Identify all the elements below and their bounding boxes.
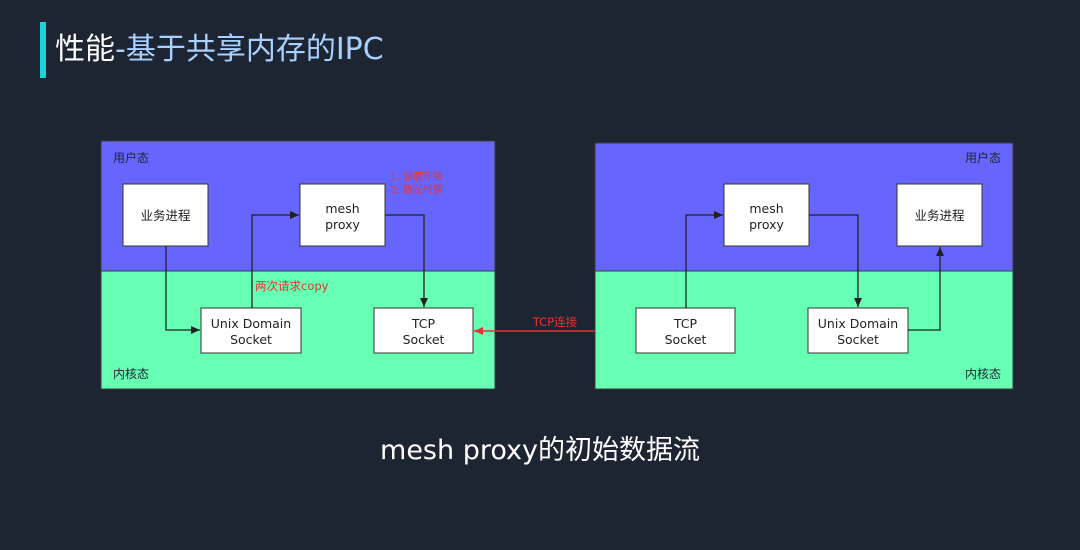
right-biz-process-label: 业务进程 [914,208,965,223]
arrow-uds-to-proxy [251,211,299,308]
arrow-proxy-to-tcp [385,214,428,307]
left-copy-note: 两次请求copy [255,279,329,293]
right-kernel-label: 内核态 [965,367,1001,381]
left-uds-label-2: Socket [230,332,272,347]
left-uds-label-1: Unix Domain [211,316,291,331]
left-mesh-proxy-label-1: mesh [325,201,359,216]
left-uds-box [200,307,302,354]
right-tcp-label-2: Socket [665,332,707,347]
left-biz-process-box [122,183,209,247]
arrow-uds-to-biz [908,247,944,331]
right-uds-box [807,307,909,354]
right-uds-label-2: Socket [837,332,879,347]
right-user-label: 用户态 [965,150,1001,165]
right-mesh-proxy-label-1: mesh [749,201,783,216]
title-main: 性能 [55,32,115,67]
right-panel: 用户态 内核态 mesh proxy 业务进程 TCP Socket Unix … [594,142,1014,390]
diagram-caption: mesh proxy的初始数据流 [380,435,700,466]
left-note-line-2: 2: 协议转换 [390,183,443,196]
left-mesh-proxy-label-2: proxy [325,217,360,232]
left-biz-process-label: 业务进程 [140,208,191,223]
right-tcp-box [635,307,736,354]
arrow-tcp-to-proxy [685,211,723,308]
right-tcp-label-1: TCP [673,316,698,331]
page-title: 性能-基于共享内存的IPC [55,30,384,70]
right-kernel-space [594,270,1014,390]
right-mesh-proxy-label-2: proxy [749,217,784,232]
title-sub: 基于共享内存的IPC [125,32,384,67]
left-tcp-box [373,307,474,354]
right-biz-process-box [896,183,983,247]
tcp-connection-label: TCP连接 [532,315,578,329]
right-uds-label-1: Unix Domain [818,316,898,331]
title-separator: - [115,32,126,67]
arrow-biz-to-uds [165,246,200,334]
title-accent-bar [40,22,46,78]
left-panel: 用户态 内核态 业务进程 mesh proxy 1: 调度开销 2: 协议转换 … [100,140,496,390]
left-tcp-label-1: TCP [411,316,436,331]
left-tcp-label-2: Socket [403,332,445,347]
arrow-proxy-to-uds [809,214,862,307]
left-kernel-label: 内核态 [113,367,149,381]
left-user-label: 用户态 [113,150,149,165]
right-mesh-proxy-box [723,183,810,247]
left-note-line-1: 1: 调度开销 [390,170,443,183]
